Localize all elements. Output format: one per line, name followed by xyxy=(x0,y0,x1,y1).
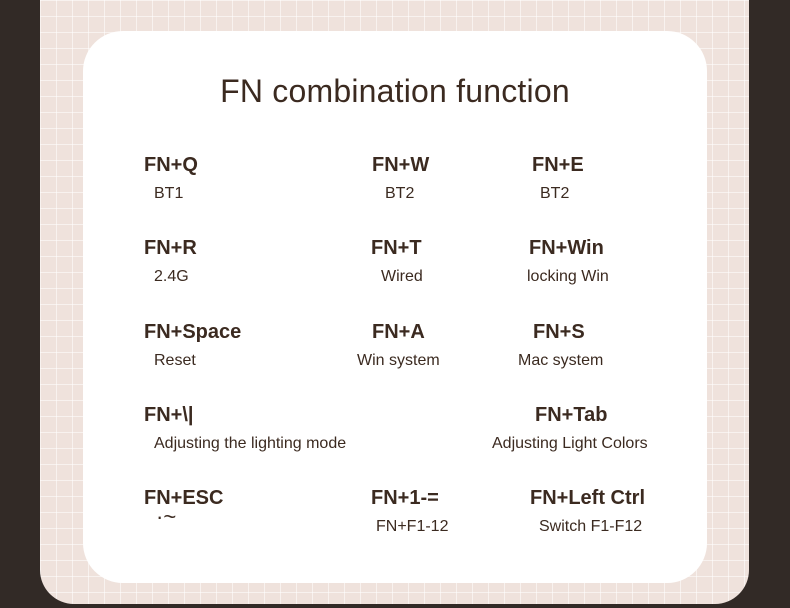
combo-desc-fn-backslash: Adjusting the lighting mode xyxy=(154,435,347,452)
combo-desc-fn-s: Mac system xyxy=(518,352,604,369)
combo-key-fn-tab: FN+Tab xyxy=(535,404,608,426)
combo-key-fn-backslash: FN+\| xyxy=(144,404,194,426)
combo-desc-fn-w: BT2 xyxy=(385,185,415,202)
combo-key-fn-q: FN+Q xyxy=(144,154,198,176)
combo-key-fn-r: FN+R xyxy=(144,237,197,259)
combo-desc-fn-a: Win system xyxy=(357,352,440,369)
combo-key-fn-a: FN+A xyxy=(372,321,425,343)
combo-key-fn-space: FN+Space xyxy=(144,321,242,343)
combo-key-fn-esc: FN+ESC xyxy=(144,487,224,509)
combo-desc-fn-left-ctrl: Switch F1-F12 xyxy=(539,518,643,535)
page-title: FN combination function xyxy=(220,73,570,109)
combo-key-fn-t: FN+T xyxy=(371,237,422,259)
combo-desc-fn-r: 2.4G xyxy=(154,268,189,285)
combo-desc-fn-esc: ·~ xyxy=(156,504,177,529)
combo-desc-fn-win: locking Win xyxy=(527,268,609,285)
combo-key-fn-1-equals: FN+1-= xyxy=(371,487,439,509)
combo-desc-fn-e: BT2 xyxy=(540,185,570,202)
combo-key-fn-w: FN+W xyxy=(372,154,430,176)
combo-desc-fn-tab: Adjusting Light Colors xyxy=(492,435,648,452)
combo-desc-fn-space: Reset xyxy=(154,352,196,369)
combo-key-fn-e: FN+E xyxy=(532,154,584,176)
info-card xyxy=(83,31,707,583)
combo-key-fn-win: FN+Win xyxy=(529,237,604,259)
combo-desc-fn-t: Wired xyxy=(381,268,423,285)
combo-key-fn-s: FN+S xyxy=(533,321,585,343)
combo-desc-fn-1-equals: FN+F1-12 xyxy=(376,518,449,535)
combo-desc-fn-q: BT1 xyxy=(154,185,184,202)
combo-key-fn-left-ctrl: FN+Left Ctrl xyxy=(530,487,645,509)
